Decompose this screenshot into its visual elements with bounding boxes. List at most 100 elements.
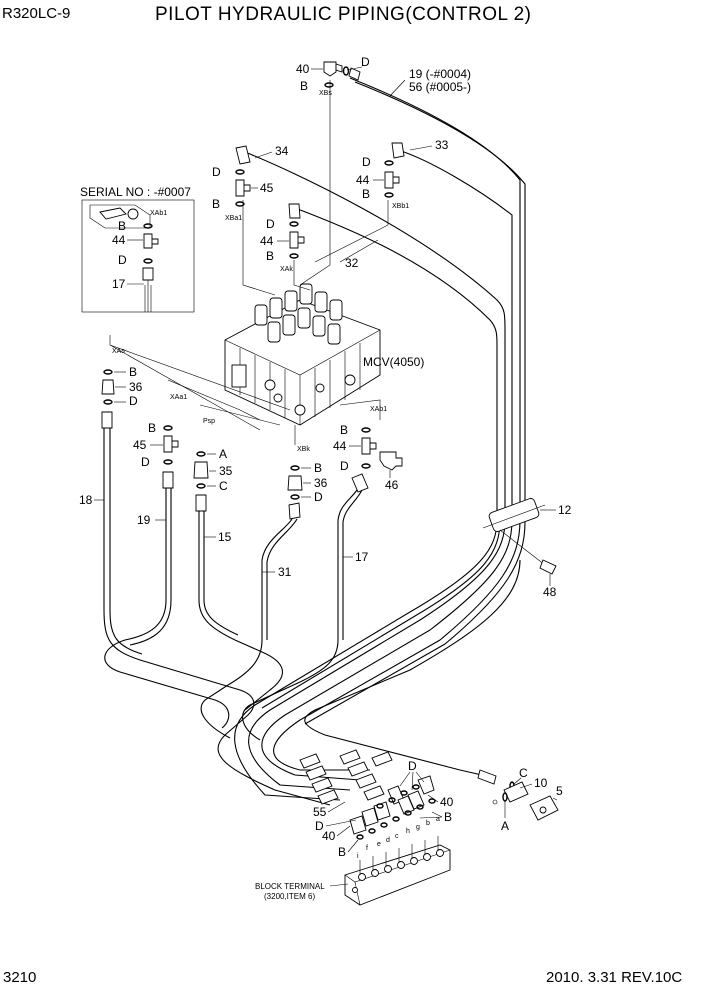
pipe-bundle <box>234 77 526 801</box>
fitting-group-10: C 10 5 A <box>492 766 563 833</box>
serial-inset: SERIAL NO : -#0007 XAb1 B 44 D 17 <box>80 185 195 313</box>
terminal-letter-b: b <box>426 820 430 827</box>
port-xbk: XBk <box>297 446 310 453</box>
letter-d-xas: D <box>129 394 138 408</box>
letter-b-block-1: B <box>444 810 452 824</box>
port-xab1-inset: XAb1 <box>150 210 167 217</box>
part-46: 46 <box>385 478 399 492</box>
port-xba1: XBa1 <box>225 215 242 222</box>
serial-box-frame <box>81 199 195 313</box>
port-xaa1: XAa1 <box>170 394 187 401</box>
part-12: 12 <box>558 503 572 517</box>
letter-b-xbk: B <box>314 461 322 475</box>
port-xbb1: XBb1 <box>392 203 409 210</box>
part-17: 17 <box>355 550 369 564</box>
fitting-34: 34 D 45 B XBa1 <box>212 144 289 222</box>
terminal-letter-f: f <box>366 845 368 852</box>
fitting-group-xbk: XBk B 36 D <box>287 446 328 520</box>
part-34: 34 <box>275 144 289 158</box>
letter-b-xab1: B <box>340 423 348 437</box>
letter-a-right: A <box>501 819 509 833</box>
main-control-valve: MCV(4050) <box>224 283 424 426</box>
clamp-12: 12 48 <box>482 498 572 599</box>
terminal-letter-g: g <box>416 824 420 831</box>
part-44-right: 44 <box>356 173 370 187</box>
model-code: R320LC-9 <box>2 5 70 22</box>
block-terminal-label: BLOCK TERMINAL <box>255 882 325 891</box>
terminal-port-letters: i f e d c h g b a <box>357 816 440 860</box>
port-xbs: XBs <box>319 90 332 97</box>
letter-d-33: D <box>362 155 371 169</box>
letter-d-block-1: D <box>408 759 417 773</box>
page-number: 3210 <box>3 969 36 986</box>
part-44-lower: 44 <box>333 439 347 453</box>
part-32: 32 <box>345 256 359 270</box>
letter-b-32: B <box>266 249 274 263</box>
fitting-group-xaa1: XAa1 B 45 D <box>133 394 187 489</box>
pipe-19-label: 19 (-#0004) <box>409 67 471 81</box>
letter-b-33: B <box>362 187 370 201</box>
terminal-letter-a: a <box>436 816 440 823</box>
letter-d-32: D <box>266 217 275 231</box>
part-17-inset: 17 <box>112 277 126 291</box>
port-xak: XAk <box>280 266 293 273</box>
page-title: PILOT HYDRAULIC PIPING(CONTROL 2) <box>155 4 532 25</box>
letter-c-psp: C <box>219 479 228 493</box>
part-45-left: 45 <box>133 438 147 452</box>
part-48: 48 <box>543 585 557 599</box>
hose-ends <box>299 749 497 805</box>
fitting-33: 33 D 44 B XBb1 <box>356 138 449 210</box>
port-psp: Psp <box>203 418 215 425</box>
fitting-group-psp: Psp A 35 C <box>193 418 233 512</box>
part-40-top: 40 <box>296 62 310 76</box>
serial-title: SERIAL NO : -#0007 <box>80 185 191 199</box>
terminal-letter-d: d <box>386 837 390 844</box>
part-40-block-1: 40 <box>440 795 454 809</box>
letter-b-34: B <box>212 197 220 211</box>
letter-d-xaa1: D <box>141 455 150 469</box>
terminal-letter-e: e <box>377 841 381 848</box>
valve-spools <box>254 283 343 345</box>
part-35: 35 <box>219 464 233 478</box>
letter-b-top: B <box>300 79 308 93</box>
letter-d-34: D <box>212 165 221 179</box>
letter-d-inset: D <box>118 253 127 267</box>
pipe-56-label: 56 (#0005-) <box>409 80 471 94</box>
part-44-inset: 44 <box>112 233 126 247</box>
letter-d-xab1: D <box>340 459 349 473</box>
part-33: 33 <box>435 138 449 152</box>
terminal-letter-h: h <box>406 828 410 835</box>
letter-b-inset: B <box>118 219 126 233</box>
date-revision: 2010. 3.31 REV.10C <box>546 969 682 986</box>
part-55: 55 <box>313 805 327 819</box>
part-44-mid: 44 <box>260 234 274 248</box>
fitting-40-top: 40 D B XBs <box>296 55 370 97</box>
fitting-pipe-17 <box>351 473 369 493</box>
letter-b-xas: B <box>129 365 137 379</box>
part-31: 31 <box>278 565 292 579</box>
letter-b-block-2: B <box>338 845 346 859</box>
part-18: 18 <box>79 493 93 507</box>
block-terminal-ref: (3200,ITEM 6) <box>264 892 315 901</box>
port-xas: XAs <box>112 348 125 355</box>
bolt-48 <box>539 559 557 575</box>
letter-d-block-2: D <box>315 819 324 833</box>
letter-b-xaa1: B <box>148 421 156 435</box>
part-36-left: 36 <box>129 380 143 394</box>
part-36-mid: 36 <box>314 476 328 490</box>
port-xab1: XAb1 <box>370 406 387 413</box>
letter-c-right: C <box>519 766 528 780</box>
fitting-32: D 44 B XAk 32 <box>260 203 379 273</box>
part-19: 19 <box>137 513 151 527</box>
part-15: 15 <box>218 530 232 544</box>
block-terminal <box>344 836 451 906</box>
terminal-letter-c: c <box>395 833 399 840</box>
part-5: 5 <box>556 784 563 798</box>
fitting-group-xab1: XAb1 B 44 D 46 <box>333 406 403 492</box>
valve-label: MCV(4050) <box>363 355 424 369</box>
valve-side-cover <box>231 364 247 388</box>
fitting-group-xas: XAs B 36 D <box>101 348 143 429</box>
part-45-top: 45 <box>260 181 274 195</box>
letter-d-top: D <box>361 55 370 69</box>
